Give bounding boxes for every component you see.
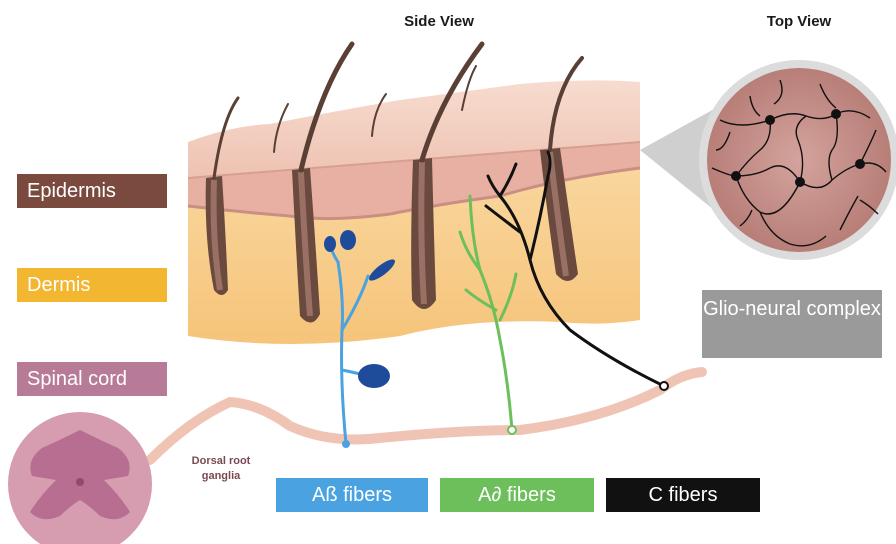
c-fibers-label: C fibers (606, 478, 760, 512)
a-delta-root-node (508, 426, 516, 434)
spinal-cord-label: Spinal cord (17, 362, 167, 396)
epidermis-label: Epidermis (17, 174, 167, 208)
c-fiber-root-node (660, 382, 668, 390)
dorsal-root-ganglia-label: Dorsal root ganglia (176, 454, 266, 484)
spinal-cord-canal (76, 478, 84, 486)
side-view-heading: Side View (384, 13, 494, 30)
top-view-heading: Top View (744, 13, 854, 30)
dorsal-root-nerve (150, 372, 702, 460)
dermis-label: Dermis (17, 268, 167, 302)
a-beta-fibers-label: Aß fibers (276, 478, 428, 512)
a-delta-fibers-label: A∂ fibers (440, 478, 594, 512)
glio-neural-complex-label: Glio-neural complex (702, 290, 882, 358)
top-view-disc (707, 68, 891, 252)
a-beta-root-node (342, 440, 350, 448)
